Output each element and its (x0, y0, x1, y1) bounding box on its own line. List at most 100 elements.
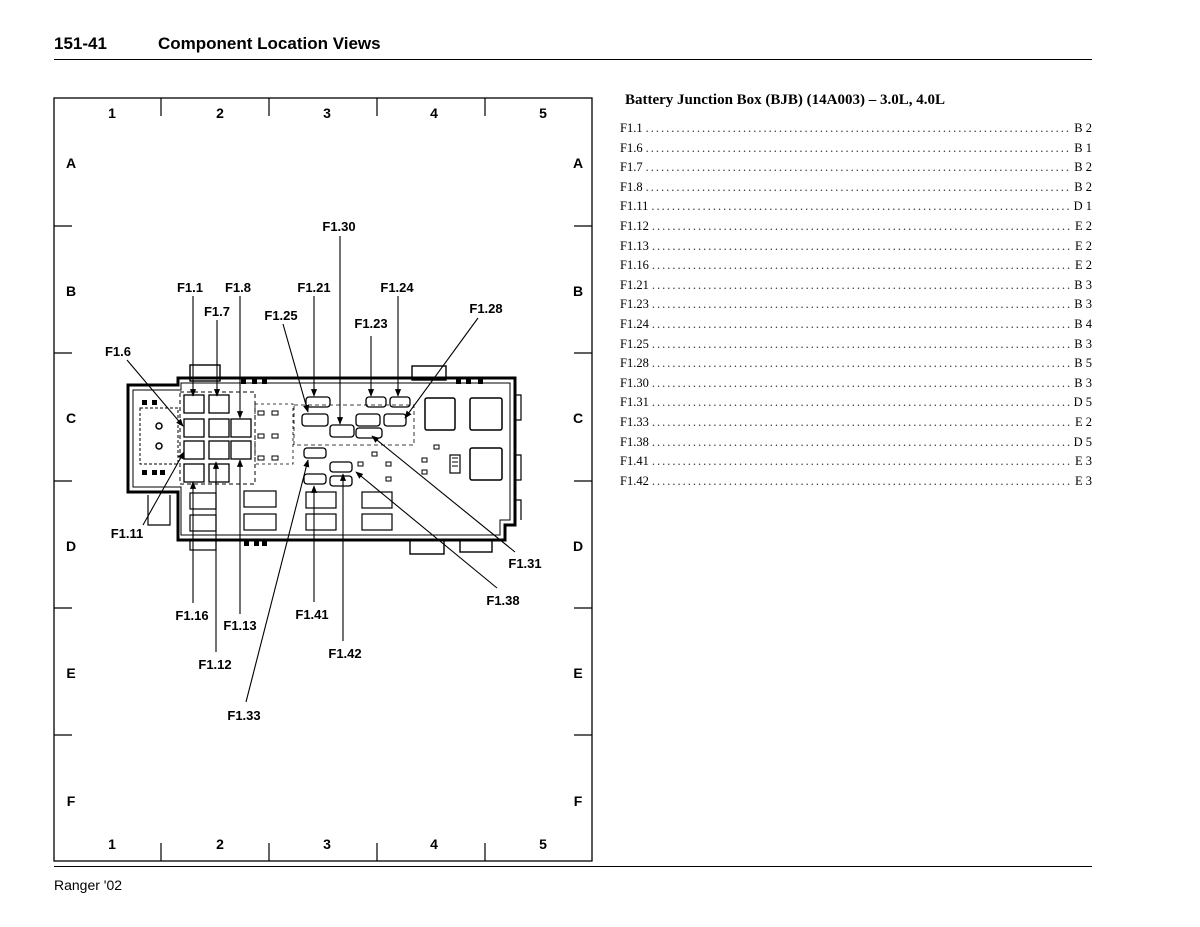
fuse-id: F1.11 (620, 199, 649, 214)
fuse-id: F1.42 (620, 473, 649, 488)
page-number: 151-41 (54, 34, 107, 53)
page-header: 151-41 Component Location Views (54, 30, 1092, 60)
grid-row-label: D (66, 538, 76, 554)
leader-dots: ........................................… (651, 258, 1072, 273)
component-index: Battery Junction Box (BJB) (14A003) – 3.… (620, 92, 1092, 491)
leader-dots: ........................................… (645, 179, 1072, 194)
label-f1-28: F1.28 (469, 301, 502, 316)
fuse-id: F1.8 (620, 179, 643, 194)
footer-rule (54, 866, 1092, 867)
grid-location: B 3 (1074, 336, 1092, 351)
index-row: F1.31...................................… (620, 393, 1092, 413)
grid-col-label: 5 (539, 105, 547, 121)
grid-col-label: 5 (539, 836, 547, 852)
label-f1-12: F1.12 (198, 657, 231, 672)
leader-f1-33 (245, 459, 310, 703)
index-row: F1.42...................................… (620, 472, 1092, 492)
grid-location: D 5 (1073, 395, 1092, 410)
leader-dots: ........................................… (651, 336, 1071, 351)
label-f1-25: F1.25 (264, 308, 297, 323)
leader-dots: ........................................… (651, 454, 1072, 469)
grid-location: E 3 (1074, 473, 1092, 488)
index-row: F1.30...................................… (620, 374, 1092, 394)
leader-dots: ........................................… (645, 121, 1072, 135)
grid-row-label: F (67, 793, 76, 809)
label-f1-21: F1.21 (297, 280, 330, 295)
grid-location: B 2 (1074, 121, 1092, 135)
junction-box-illustration (126, 364, 522, 555)
leader-dots: ........................................… (651, 395, 1071, 410)
label-f1-30: F1.30 (322, 219, 355, 234)
fuse-id: F1.6 (620, 140, 643, 155)
leader-dots: ........................................… (651, 375, 1071, 390)
index-row: F1.11...................................… (620, 197, 1092, 217)
index-row: F1.24...................................… (620, 315, 1092, 335)
grid-location: E 2 (1074, 414, 1092, 429)
grid-col-label: 4 (430, 836, 438, 852)
page-title: Component Location Views (158, 34, 381, 53)
index-row: F1.33...................................… (620, 413, 1092, 433)
index-row: F1.7....................................… (620, 158, 1092, 178)
index-row: F1.21...................................… (620, 276, 1092, 296)
leader-f1-28 (404, 317, 479, 419)
label-f1-7: F1.7 (204, 304, 230, 319)
label-f1-11: F1.11 (111, 526, 144, 541)
fuse-id: F1.25 (620, 336, 649, 351)
leader-f1-38 (355, 471, 498, 589)
fuse-id: F1.13 (620, 238, 649, 253)
leader-dots: ........................................… (645, 140, 1072, 155)
component-location-diagram: 1 2 3 4 5 1 2 3 4 5 A B C D E F A B C D … (53, 97, 593, 862)
leader-dots: ........................................… (645, 160, 1072, 175)
leader-dots: ........................................… (651, 199, 1070, 214)
grid-col-label: 1 (108, 105, 116, 121)
leader-f1-31 (371, 435, 516, 553)
grid-col-label: 3 (323, 836, 331, 852)
grid-location: E 3 (1074, 454, 1092, 469)
grid-location: E 2 (1074, 258, 1092, 273)
grid-row-label: E (66, 665, 75, 681)
index-row: F1.38...................................… (620, 433, 1092, 453)
header-rule (54, 59, 1092, 60)
fuse-id: F1.23 (620, 297, 649, 312)
grid-col-label: 2 (216, 836, 224, 852)
label-f1-23: F1.23 (354, 316, 387, 331)
leader-dots: ........................................… (651, 238, 1072, 253)
index-row: F1.13...................................… (620, 237, 1092, 257)
grid-row-label: C (66, 410, 76, 426)
label-f1-41: F1.41 (295, 607, 328, 622)
grid-row-label: B (573, 283, 583, 299)
fuse-id: F1.21 (620, 277, 649, 292)
index-row: F1.16...................................… (620, 256, 1092, 276)
fuse-id: F1.7 (620, 160, 643, 175)
fuse-id: F1.28 (620, 356, 649, 371)
label-f1-8: F1.8 (225, 280, 251, 295)
grid-col-label: 4 (430, 105, 438, 121)
leader-dots: ........................................… (651, 414, 1072, 429)
label-f1-38: F1.38 (486, 593, 519, 608)
index-row: F1.12...................................… (620, 217, 1092, 237)
leader-dots: ........................................… (651, 277, 1071, 292)
leader-dots: ........................................… (651, 434, 1071, 449)
grid-location: B 3 (1074, 297, 1092, 312)
leader-f1-11 (142, 451, 185, 526)
grid-location: E 2 (1074, 238, 1092, 253)
index-row: F1.41...................................… (620, 452, 1092, 472)
label-f1-31: F1.31 (508, 556, 541, 571)
grid-location: E 2 (1074, 218, 1092, 233)
callout-leaders (126, 236, 516, 703)
grid-location: B 4 (1074, 316, 1092, 331)
grid-ticks (54, 98, 592, 861)
index-list: F1.1....................................… (620, 119, 1092, 491)
grid-location: B 2 (1074, 179, 1092, 194)
fuse-id: F1.1 (620, 121, 643, 135)
fuse-id: F1.24 (620, 316, 649, 331)
fuse-id: F1.12 (620, 218, 649, 233)
grid-col-label: 2 (216, 105, 224, 121)
grid-row-label: A (573, 155, 583, 171)
label-f1-16: F1.16 (175, 608, 208, 623)
index-title: Battery Junction Box (BJB) (14A003) – 3.… (625, 92, 945, 108)
index-row: F1.6....................................… (620, 139, 1092, 159)
grid-col-label: 3 (323, 105, 331, 121)
grid-frame (53, 97, 593, 862)
grid-location: B 3 (1074, 277, 1092, 292)
